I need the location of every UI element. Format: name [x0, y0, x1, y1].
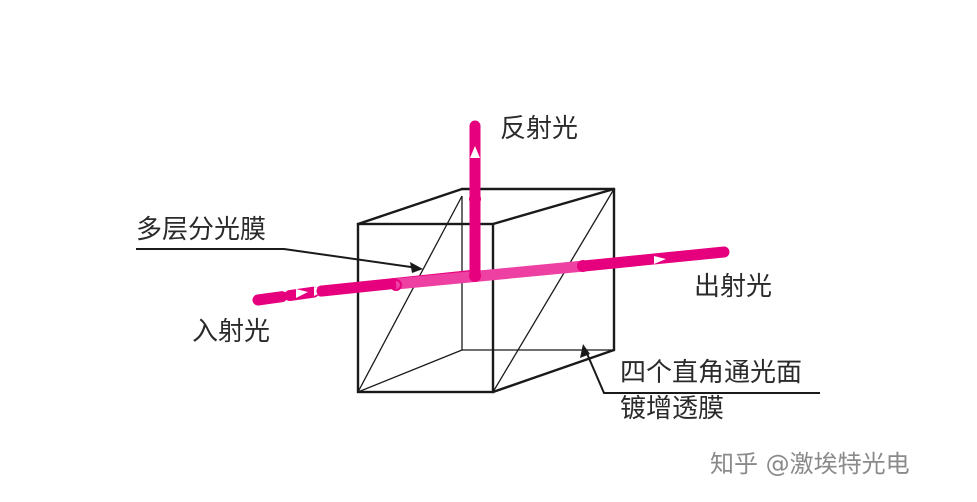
multilayer-film-label: 多层分光膜 [136, 215, 266, 245]
node-entry [390, 279, 402, 291]
multilayer-leader [136, 248, 423, 273]
cube-visible-edges [356, 187, 616, 394]
transmitted-beam-inside [395, 260, 585, 290]
node-exit [577, 260, 589, 272]
coating-label-line1: 四个直角通光面 [620, 358, 802, 388]
splitter-plane [357, 188, 615, 393]
transmitted-light-label: 出射光 [694, 272, 772, 302]
node-top [469, 193, 481, 205]
node-split [469, 270, 481, 282]
incident-beam-entry [252, 285, 328, 306]
light-beams [252, 120, 730, 306]
transmitted-arrow [654, 256, 666, 264]
reflected-light-label: 反射光 [500, 114, 578, 144]
coating-label-line2: 镀增透膜 [620, 394, 724, 424]
incident-arrow-1 [296, 289, 308, 298]
incident-light-label: 入射光 [192, 317, 270, 347]
coating-leader [580, 344, 820, 394]
watermark: 知乎 @激埃特光电 [710, 450, 910, 478]
reflected-arrow [470, 146, 480, 158]
